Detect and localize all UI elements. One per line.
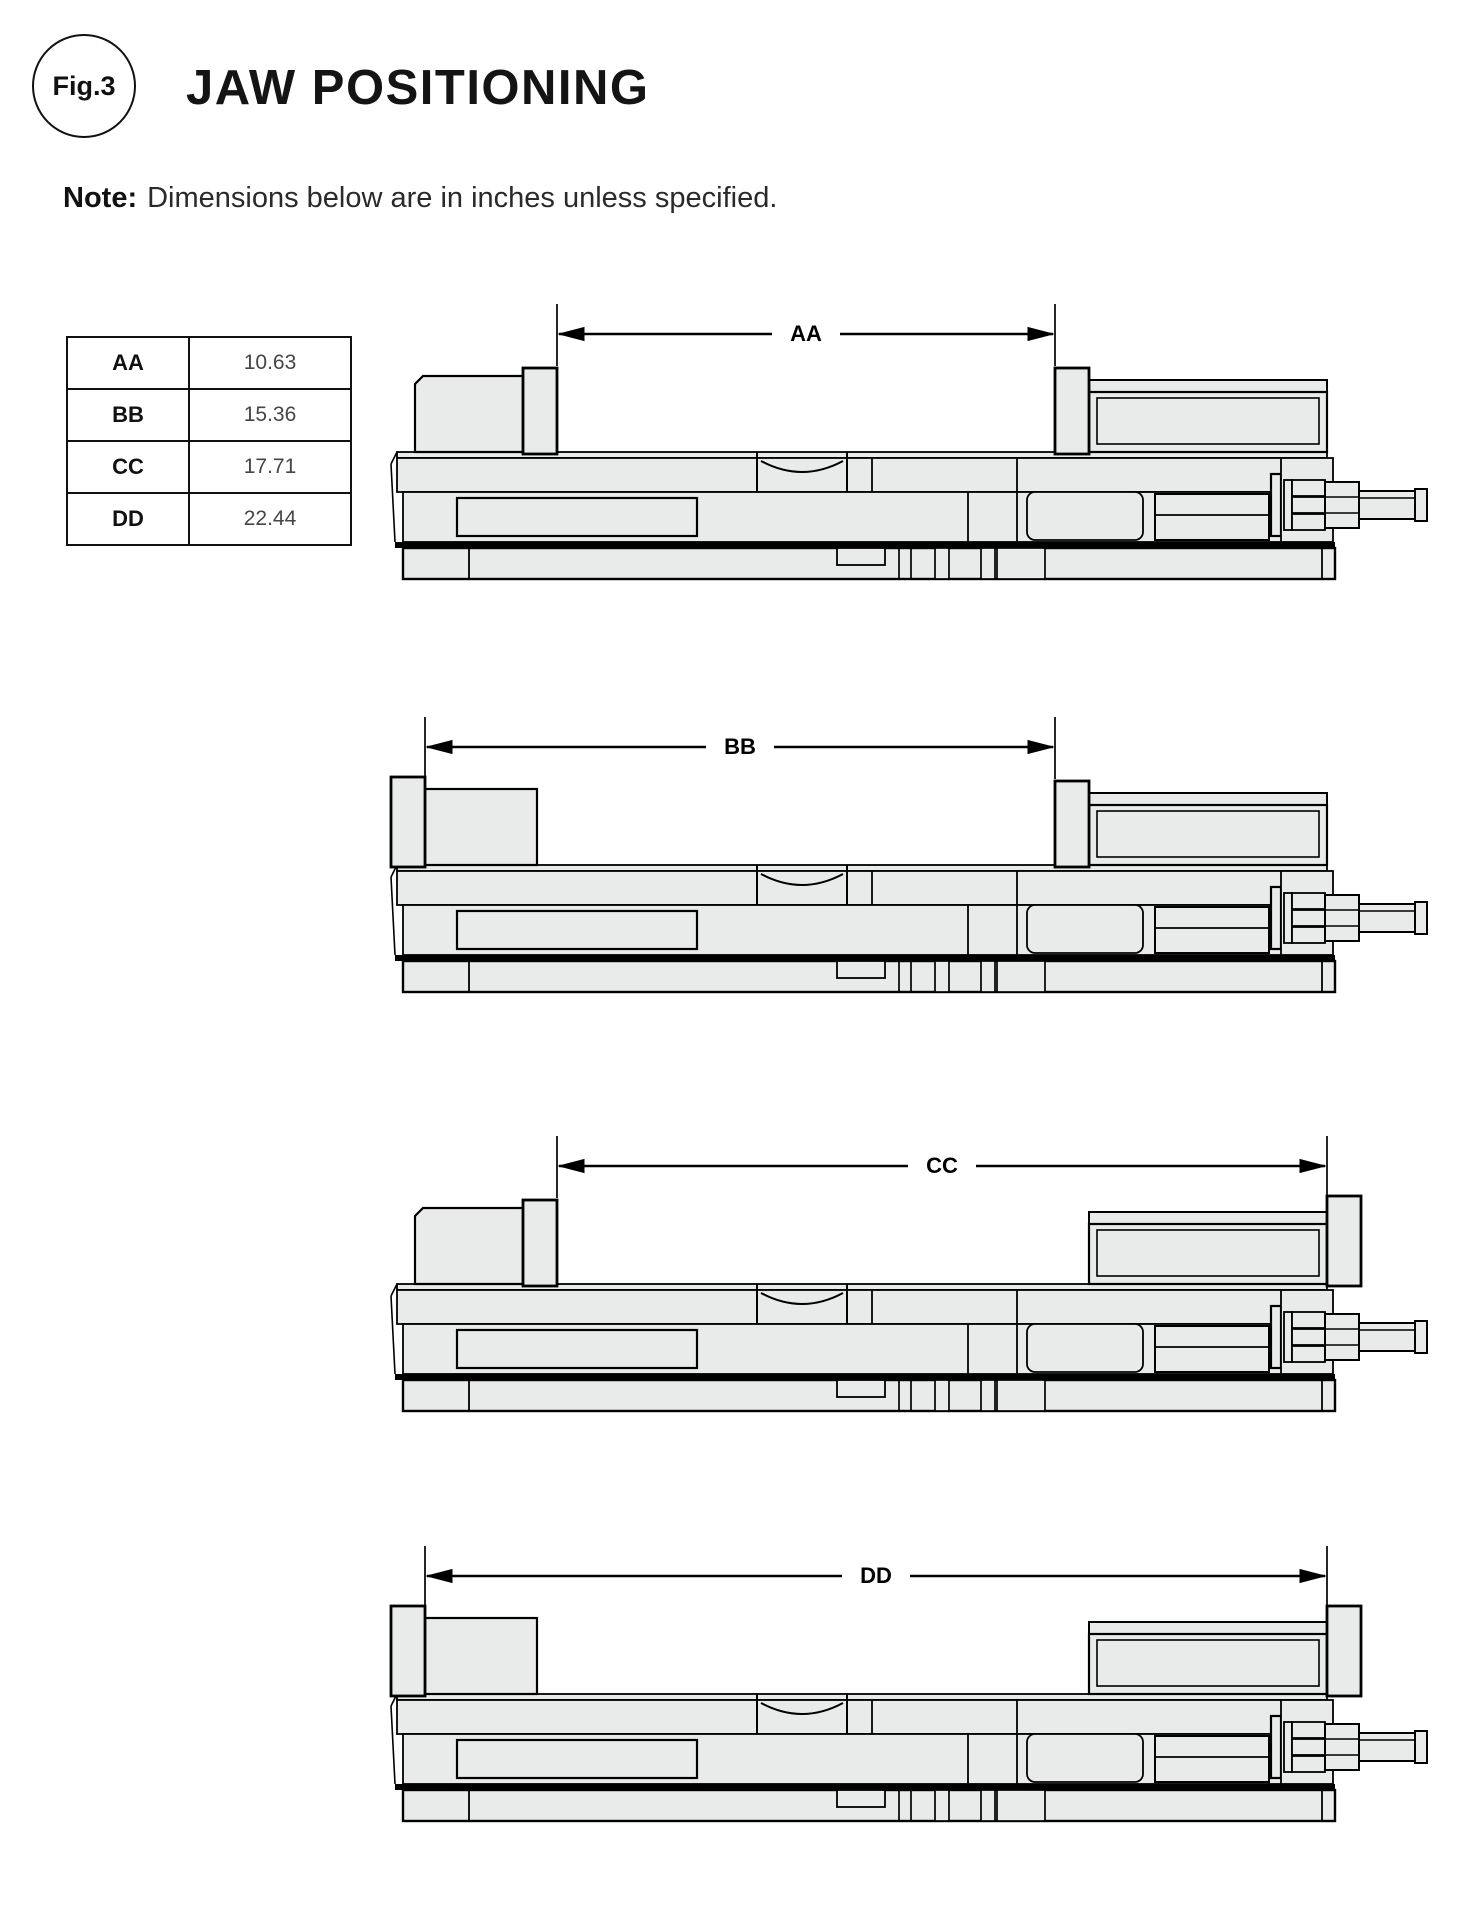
table-label-cell: BB bbox=[66, 388, 190, 442]
table-label-cell: AA bbox=[66, 336, 190, 390]
note-label: Note: bbox=[63, 182, 138, 214]
dimension-label-aa: AA bbox=[790, 321, 822, 346]
figure-badge-label: Fig.3 bbox=[52, 70, 116, 101]
note-line: Note: Dimensions below are in inches unle… bbox=[63, 182, 777, 215]
vise-drawing-cc: CC bbox=[390, 1136, 1428, 1413]
vise-diagram-bb: BB bbox=[337, 697, 1467, 997]
vise-diagram-dd: DD bbox=[337, 1526, 1467, 1826]
vise-diagram-cc: CC bbox=[337, 1116, 1467, 1416]
vise-diagram-aa: AA bbox=[337, 284, 1467, 584]
page-title: JAW POSITIONING bbox=[186, 61, 650, 115]
note-text: Dimensions below are in inches unless sp… bbox=[147, 182, 778, 214]
vise-drawing-aa: AA bbox=[390, 304, 1428, 581]
dimension-label-bb: BB bbox=[724, 734, 756, 759]
table-value-cell: 15.36 bbox=[188, 388, 352, 442]
table-value-cell: 10.63 bbox=[188, 336, 352, 390]
table-label-cell: DD bbox=[66, 492, 190, 546]
dimension-label-cc: CC bbox=[926, 1153, 958, 1178]
table-label-cell: CC bbox=[66, 440, 190, 494]
dimension-label-dd: DD bbox=[860, 1563, 892, 1588]
figure-badge: Fig.3 bbox=[32, 34, 136, 138]
vise-drawing-bb: BB bbox=[389, 717, 1428, 994]
table-value-cell: 17.71 bbox=[188, 440, 352, 494]
vise-drawing-dd: DD bbox=[389, 1546, 1428, 1823]
table-value-cell: 22.44 bbox=[188, 492, 352, 546]
